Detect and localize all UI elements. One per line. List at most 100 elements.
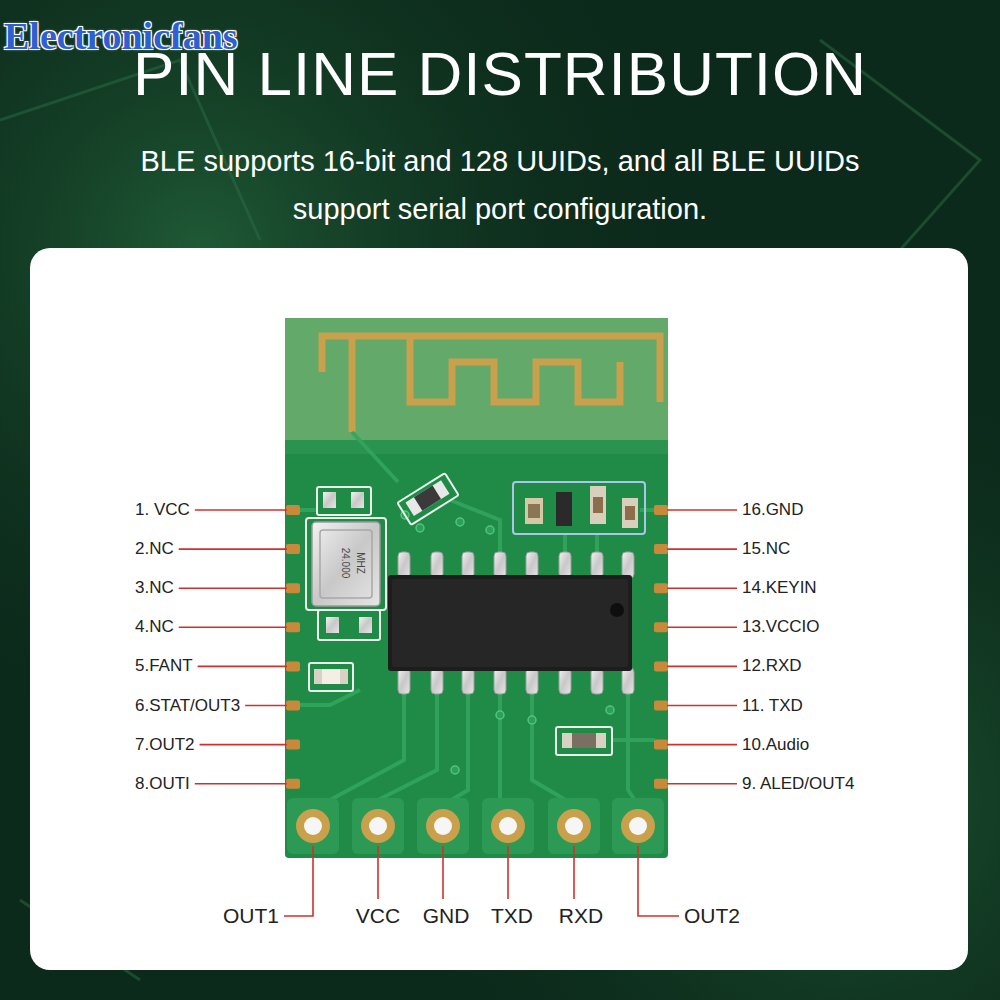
smd-component	[314, 669, 348, 684]
leader-line	[179, 626, 287, 628]
through-hole-pad	[304, 817, 322, 835]
castellated-pad	[654, 505, 668, 515]
pcb-trace	[378, 693, 437, 800]
via	[528, 716, 536, 724]
through-hole-pad	[434, 817, 452, 835]
through-hole-pad	[491, 809, 525, 843]
castellated-pad	[286, 779, 300, 789]
silkscreen	[309, 663, 353, 691]
pin-label: 11. TXD	[742, 696, 803, 716]
pcb-trace	[300, 432, 655, 805]
castellated-pad	[286, 661, 300, 671]
leader-line	[667, 783, 737, 785]
pcb-board	[285, 440, 668, 454]
smd-component-group	[528, 504, 540, 518]
smd-component-group	[513, 482, 645, 534]
pin-label: 2.NC	[135, 539, 174, 559]
header-pin-label: OUT1	[223, 904, 279, 928]
pin-label: 4.NC	[135, 617, 174, 637]
antenna-trace	[410, 336, 620, 402]
castellated-pad	[654, 740, 668, 750]
through-hole-pad	[621, 809, 655, 843]
leader-line	[667, 509, 737, 511]
through-hole-pad	[548, 798, 600, 854]
header-pin-label: GND	[423, 904, 470, 928]
crystal-marking: 24.000	[340, 548, 350, 579]
leader-line	[638, 846, 679, 916]
leader-line	[284, 846, 313, 916]
chip-pins	[526, 668, 538, 694]
through-hole-pad	[426, 809, 460, 843]
pin-label: 3.NC	[135, 578, 174, 598]
via	[496, 711, 504, 719]
smd-component-group	[525, 498, 543, 524]
through-hole-pad	[287, 798, 664, 854]
silkscreen	[397, 473, 458, 525]
castellated-pad	[286, 740, 300, 750]
pcb-board	[285, 318, 668, 858]
chip-pins	[494, 668, 506, 694]
pcb-board	[285, 318, 668, 440]
via	[456, 518, 464, 526]
leader-line	[377, 846, 379, 899]
castellated-pad	[286, 505, 668, 789]
through-hole-pad	[557, 809, 591, 843]
leader-line	[179, 548, 287, 550]
pcb-trace	[330, 693, 404, 800]
smd-component	[326, 617, 339, 633]
background	[0, 40, 980, 980]
pin-label: 10.Audio	[742, 735, 809, 755]
leader-line	[667, 626, 737, 628]
pin-label: 8.OUTI	[135, 774, 190, 794]
castellated-pad	[654, 701, 668, 711]
chip-pins	[591, 668, 603, 694]
chip-pins	[559, 668, 571, 694]
smd-component	[414, 486, 441, 511]
through-hole-pad	[482, 798, 534, 854]
castellated-pad	[654, 544, 668, 554]
chip-body	[392, 579, 628, 667]
pcb-trace	[628, 693, 638, 805]
antenna-trace	[322, 336, 660, 402]
through-hole-pad	[417, 798, 469, 854]
pcb-trace	[352, 432, 398, 482]
pin-label: 1. VCC	[135, 500, 190, 520]
pcb-trace	[498, 693, 502, 805]
through-hole-pad	[352, 798, 404, 854]
through-hole-pad	[629, 817, 647, 835]
chip-pins	[526, 552, 538, 578]
pin-label: 5.FANT	[135, 656, 193, 676]
leader-line	[200, 744, 287, 746]
chip-pins	[462, 552, 474, 578]
through-hole-pad	[499, 817, 517, 835]
through-hole-pad	[417, 798, 469, 854]
leader-line	[195, 509, 287, 511]
chip-body	[388, 575, 632, 671]
through-hole-pad	[287, 798, 339, 854]
smd-component	[359, 617, 372, 633]
pin-label: 6.STAT/OUT3	[135, 696, 240, 716]
via	[606, 706, 614, 714]
chip-pins	[431, 552, 443, 578]
via	[451, 766, 459, 774]
smd-component	[351, 492, 364, 508]
silkscreen	[317, 487, 371, 515]
leader-line	[245, 705, 287, 707]
castellated-pad	[654, 779, 668, 789]
crystal-marking: MHZ	[355, 552, 365, 574]
smd-component	[322, 669, 340, 684]
crystal	[320, 530, 372, 598]
through-hole-pad	[612, 798, 664, 854]
header-pin-label: OUT2	[684, 904, 740, 928]
antenna-trace	[349, 336, 356, 432]
via	[486, 526, 494, 534]
leader-line	[507, 846, 509, 899]
silkscreen	[318, 610, 380, 640]
leader-line	[667, 548, 737, 550]
watermark: Electronicfans	[4, 14, 238, 58]
smd-component	[323, 492, 336, 508]
